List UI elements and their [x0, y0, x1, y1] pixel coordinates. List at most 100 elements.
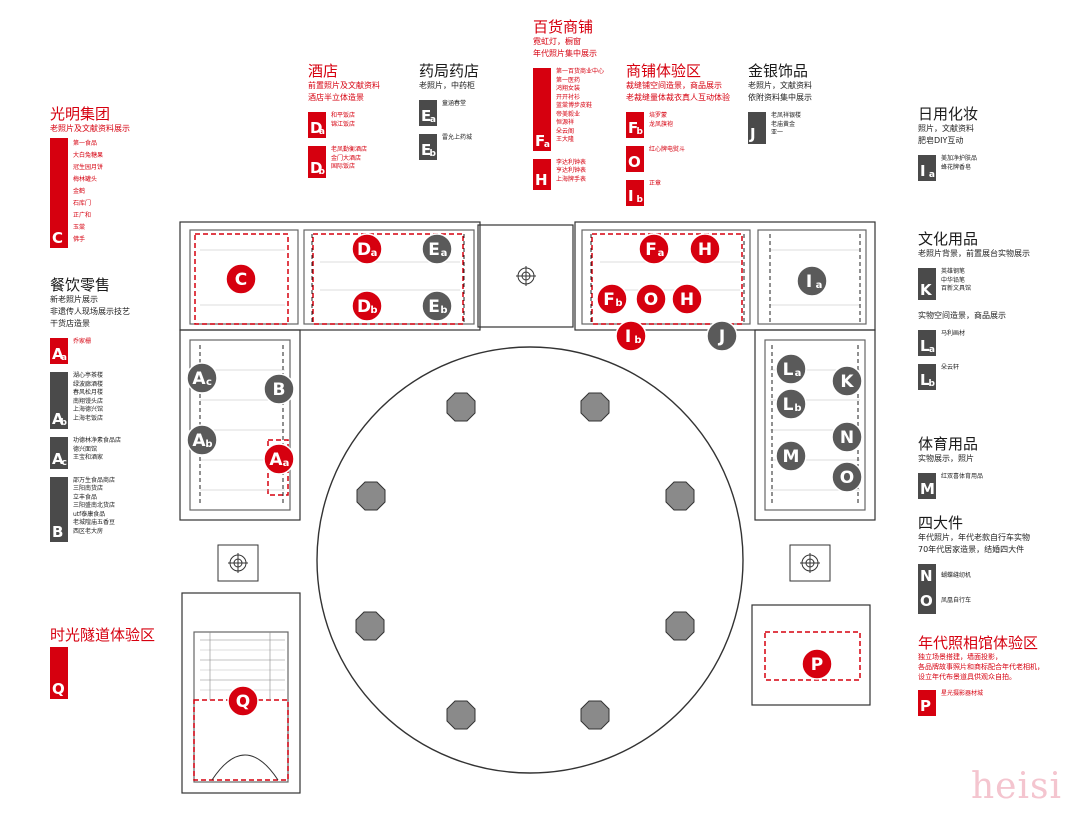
zone-code-sub: a [318, 127, 325, 137]
zone-marker-N[interactable]: N [831, 421, 863, 453]
legend-item: 德兴面馆 [73, 445, 98, 453]
column-marker-right [789, 544, 831, 582]
zone-code-badge: M [918, 473, 936, 499]
zone-marker-circle [351, 290, 383, 322]
zone-marker-C[interactable]: C [225, 263, 257, 295]
zone-code-letter: K [920, 280, 932, 299]
legend-item: 开开衬衫 [556, 93, 581, 101]
legend-item: 培罗蒙 [649, 112, 668, 119]
zone-marker-M[interactable]: M [775, 440, 807, 472]
watermark: heisi [971, 766, 1062, 807]
legend-items: 童涵春堂 [442, 100, 466, 109]
zone-marker-letter: E [428, 240, 440, 260]
legend-item: 三阳盛南北货店 [73, 502, 116, 509]
legend-item: 龙凤旗袍 [649, 120, 674, 128]
zone-marker-circle [227, 685, 259, 717]
zone-marker-O[interactable]: O [831, 461, 863, 493]
zone-marker-H[interactable]: H [671, 283, 703, 315]
legend-item: 大白兔糖果 [73, 152, 104, 159]
legend-title: 四大件 [918, 514, 964, 532]
zone-code-letter: L [920, 336, 930, 355]
legend-item: 立丰食品 [73, 493, 98, 501]
legend-items: 正章 [649, 180, 661, 189]
zone-code-sub: b [636, 195, 643, 205]
legend-title: 时光隧道体验区 [50, 626, 156, 644]
left-wing-wall [179, 329, 301, 521]
legend-items: 乔家栅 [73, 338, 91, 347]
zone-code-badge: C [50, 138, 68, 248]
zone-marker-letter: C [235, 270, 247, 290]
zone-code-letter: H [535, 171, 548, 189]
legend-item: 英雄钢笔 [941, 268, 966, 275]
legend-guangming: 光明集团 老照片及文献资料展示 C 第一食品大白兔糖果冠生园月饼梅林罐头金鹤石库… [50, 105, 130, 248]
zone-code-letter: E [421, 141, 432, 159]
zone-marker-P[interactable]: P [801, 648, 833, 680]
top-right-wing-wall [574, 221, 876, 331]
zone-marker-J[interactable]: J [706, 320, 738, 352]
zone-code-sub: b [928, 378, 935, 389]
zone-marker-circle [225, 263, 257, 295]
zone-marker-letter: H [680, 290, 694, 310]
legend-item: 锦江饭店 [331, 120, 356, 128]
legend-desc-1: 酒店半立体造景 [308, 93, 364, 102]
zone-marker-circle [263, 443, 295, 475]
zone-marker-letter: A [192, 431, 206, 451]
legend-desc-0: 照片，文献资料 [918, 124, 974, 133]
legend-items: 和平饭店锦江饭店 [331, 112, 355, 129]
legend-items: 李达利钟表亨达利钟表上海牌手表 [556, 159, 586, 185]
legend-items: 第一食品大白兔糖果冠生园月饼梅林罐头金鹤石库门正广和玉棠佛手 [73, 138, 103, 246]
rotunda [316, 346, 744, 774]
legend-item: 马利画材 [941, 329, 966, 337]
legend-item: 红双喜体育用品 [941, 473, 984, 480]
legend-item: 正章 [649, 180, 662, 187]
legend-desc: 老照片及文献资料展示 [50, 124, 130, 133]
zone-code-letter: F [628, 119, 639, 137]
zone-marker-circle [596, 283, 628, 315]
zone-code-badge: J [748, 112, 766, 144]
legend-items: 湖心亭茶楼绿波廊酒楼春风松月楼南翔馒头店上海德兴馆上海老饭店 [73, 372, 103, 423]
zone-marker-circle [775, 440, 807, 472]
legend-item: 李达利钟表 [556, 158, 587, 166]
zone-code-badge: O [626, 146, 644, 172]
legend-title: 日用化妆 [918, 105, 979, 123]
zone-marker-sub: b [615, 298, 622, 309]
zone-code-sub: a [928, 170, 935, 180]
zone-marker-circle [689, 233, 721, 265]
zone-marker-letter: J [718, 327, 725, 347]
zone-marker-letter: A [269, 450, 283, 470]
legend-items: 培罗蒙龙凤旗袍 [649, 112, 673, 129]
legend-item: 正广和 [73, 212, 92, 219]
zone-marker-O[interactable]: O [635, 283, 667, 315]
zone-marker-sub: b [370, 305, 377, 316]
legend-item: 功德林净素食品店 [73, 437, 122, 444]
zone-marker-letter: D [357, 240, 371, 260]
zone-marker-sub: a [371, 248, 378, 259]
zone-marker-B[interactable]: B [263, 373, 295, 405]
zone-marker-letter: P [811, 655, 823, 675]
zone-marker-Q[interactable]: Q [227, 685, 259, 717]
zone-marker-K[interactable]: K [831, 365, 863, 397]
zone-marker-H[interactable]: H [689, 233, 721, 265]
